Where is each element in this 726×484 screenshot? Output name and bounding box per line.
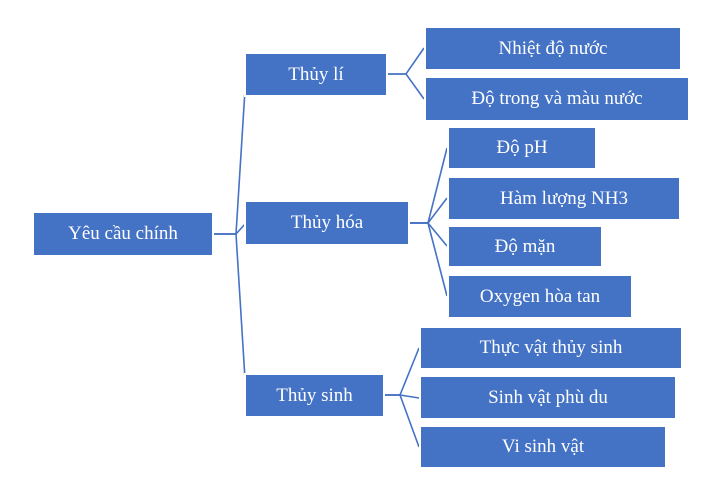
connector-thuy-sinh-vi-sinh [385,394,420,448]
connector-thuy-sinh-thuc-vat [385,347,420,396]
connector-root-thuy-hoa [214,222,247,235]
leaf-node-do-ph: Độ pH [447,126,597,170]
leaf-node-thuc-vat-thuy-sinh: Thực vật thủy sinh [419,326,683,370]
connector-root-thuy-sinh [214,233,247,396]
connector-thuy-hoa-oxygen [410,222,448,297]
connector-thuy-li-do-trong [388,73,425,100]
connector-root-thuy-li [214,73,247,235]
leaf-node-nhiet-do-nuoc: Nhiệt độ nước [424,26,682,71]
connector-thuy-hoa-ph [410,147,448,224]
branch-node-thuy-sinh: Thủy sinh [244,373,385,418]
branch-node-thuy-hoa: Thủy hóa [244,200,410,246]
leaf-node-ham-luong-nh3: Hàm lượng NH3 [447,176,681,221]
branch-node-thuy-li: Thủy lí [244,52,388,97]
root-node: Yêu cầu chính [32,211,214,257]
leaf-node-oxygen-hoa-tan: Oxygen hòa tan [447,274,633,319]
connector-thuy-li-nhiet-do [388,47,425,75]
leaf-node-vi-sinh-vat: Vi sinh vật [419,425,667,469]
leaf-node-sinh-vat-phu-du: Sinh vật phù du [419,375,677,420]
leaf-node-do-trong-va-mau-nuoc: Độ trong và màu nước [424,76,690,122]
leaf-node-do-man: Độ mặn [447,225,603,268]
